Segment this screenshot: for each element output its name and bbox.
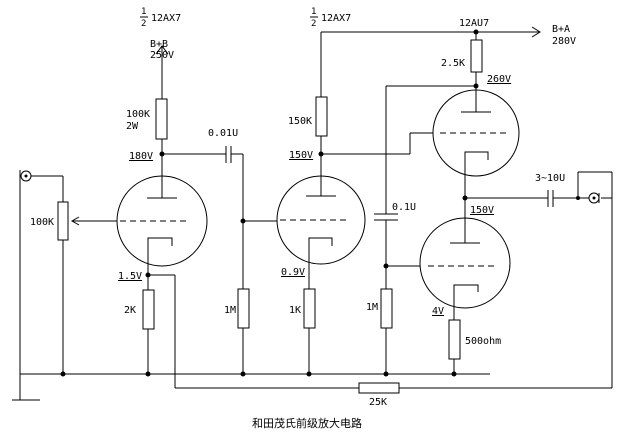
bplus-b-voltage: 250V [150, 50, 174, 61]
v2-grid-network [237, 218, 277, 374]
feedback-resistor [358, 171, 613, 394]
v2-plate-voltage: 150V [289, 150, 313, 161]
c-coupling2-label: 0.1U [392, 202, 416, 213]
r-plate1-power: 2W [126, 121, 139, 132]
pot-label: 100K [30, 217, 54, 228]
v3-grid-resistor [380, 288, 393, 374]
r-feedback-label: 25K [369, 397, 387, 408]
v1-fraction-num: 1 [141, 7, 146, 17]
r-plate3-label: 2.5K [441, 58, 465, 69]
bplus-a-label: B+A [552, 24, 570, 35]
bplus-a-voltage: 280V [552, 36, 576, 47]
v1-cathode-network [142, 253, 359, 389]
bplus-b-label: B+B [150, 39, 168, 50]
r-grid3-label: 1M [366, 302, 378, 313]
v1-plate-network [155, 45, 226, 176]
volume-potentiometer [57, 176, 122, 374]
ground-bus [12, 371, 490, 401]
tube-v3-upper [432, 88, 520, 177]
v3-cathode-resistor [448, 310, 490, 377]
c-output-label: 3~10U [535, 173, 565, 184]
v3-type-label: 12AU7 [459, 18, 489, 29]
v1-fraction-den: 2 [141, 19, 146, 29]
r-cathode3-label: 500ohm [465, 336, 501, 347]
r-plate1-value: 100K [126, 109, 150, 120]
r-cathode2-label: 1K [289, 305, 301, 316]
v2-type-label: 12AX7 [321, 13, 351, 24]
output-jack [576, 171, 612, 204]
c-coupling1-label: 0.01U [208, 128, 238, 139]
r-cathode1-label: 2K [124, 305, 136, 316]
tube-v1 [116, 175, 208, 267]
v3-lower-cathode-voltage: 4V [432, 306, 444, 317]
v2-fraction-num: 1 [311, 7, 316, 17]
output-capacitor [547, 190, 589, 207]
diagram-title: 和田茂氏前级放大电路 [252, 416, 362, 430]
r-grid2-label: 1M [224, 305, 236, 316]
input-jack [19, 170, 63, 374]
r-plate2-label: 150K [288, 116, 312, 127]
v2-plate-network [315, 26, 541, 176]
v2-fraction-den: 2 [311, 19, 316, 29]
output-node [462, 177, 548, 218]
coupling-capacitor-2 [374, 85, 476, 289]
v3-plate-resistor [470, 29, 483, 89]
v3-lower-plate-voltage: 150V [470, 205, 494, 216]
v3-upper-plate-voltage: 260V [487, 74, 511, 85]
v1-type-label: 12AX7 [151, 13, 181, 24]
v2-cathode-voltage: 0.9V [281, 267, 305, 278]
v2-cathode-network [303, 253, 316, 374]
v1-cathode-voltage: 1.5V [118, 271, 142, 282]
tube-v3-lower [419, 217, 511, 310]
v1-plate-voltage: 180V [129, 151, 153, 162]
coupling-capacitor-1 [225, 146, 244, 221]
tube-v2 [276, 175, 366, 265]
